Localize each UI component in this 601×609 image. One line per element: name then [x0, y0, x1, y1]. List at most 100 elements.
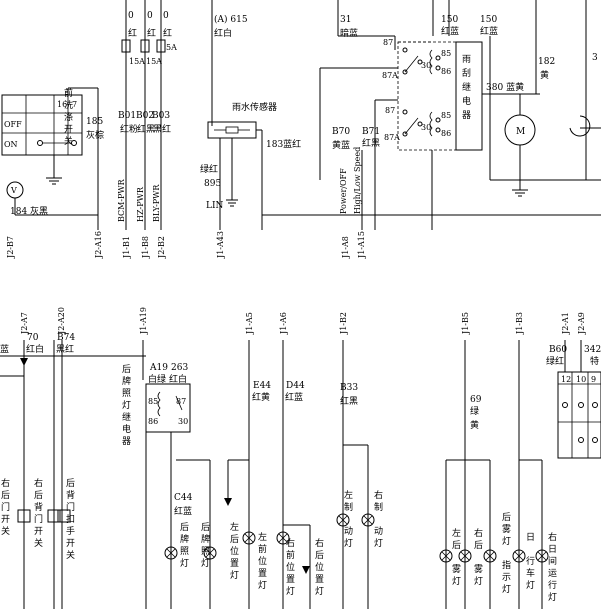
side-num: 3: [592, 53, 598, 63]
pos-wire-2-color: 红蓝: [285, 391, 303, 403]
relay-name: 雨刮继电器: [462, 54, 471, 121]
lamp-name-brake-l: 左制动灯: [344, 489, 353, 549]
brake-wire-num: B33: [340, 383, 358, 393]
rain-out-wire: 183蓝红: [266, 138, 301, 150]
relay-feed-num: 182: [538, 57, 555, 67]
plate-relay-pin-86: 86: [148, 417, 158, 426]
plate-relay-icon: [145, 383, 191, 433]
fuse-15a-mid-icon: [140, 39, 150, 53]
fuse-wire-1-num: 0: [128, 11, 134, 21]
door-switch-back-icon: [47, 509, 61, 523]
lamp-fog-l-icon: [439, 549, 453, 563]
fuse-rating-2: 15A: [146, 57, 162, 66]
conn-j2-a7: J2-A7: [20, 312, 29, 335]
conn-j2-a20: J2-A20: [57, 307, 66, 335]
drl-wire-1-num: B60: [549, 345, 567, 355]
speed-sig-1: Power/OFF: [339, 168, 348, 214]
wiper-relay: [319, 0, 483, 230]
lamp-name-plate-1: 后牌照灯: [180, 522, 189, 569]
plate-relay-pin-87: 87: [176, 397, 186, 406]
lamp-name-brake-r: 右制动灯: [374, 489, 383, 549]
door-wire-1-num: 70: [27, 333, 39, 343]
lamp-name-pos-rl: 左后位置灯: [230, 521, 239, 581]
pos-wire-2-num: D44: [286, 381, 305, 391]
rain-sensor: [207, 0, 263, 230]
washer-row-off: OFF: [4, 120, 22, 129]
bcm-sig-2: HZ-PWR: [136, 186, 145, 222]
door-wire-1-color: 红白: [26, 343, 44, 355]
relay-pin-30a-label: 30: [421, 61, 431, 70]
conn-j2-a9: J2-A9: [577, 312, 586, 335]
speed-sig-2: High/Low Speed: [353, 147, 362, 214]
diode-left-icon: [20, 358, 28, 366]
lamp-pos-fl-icon: [276, 531, 290, 545]
speed-wire-2-color: 红黑: [362, 137, 380, 149]
relay-wire-150b-color: 红蓝: [480, 25, 498, 37]
speed-wire-2-num: B71: [362, 127, 380, 137]
plate-relay-name: 后牌照灯继电器: [122, 364, 131, 447]
relay-pin-85b-label: 85: [441, 111, 451, 120]
rain-wire-num: (A) 615: [214, 14, 248, 25]
left-wire-color: 蓝: [0, 343, 9, 355]
bottom-connectors: J2-A7 J2-A20 J1-A19 J1-A5 J1-A6 J1-B2 J1…: [20, 307, 586, 335]
motor-wire-label: 380 蓝黄: [486, 81, 524, 93]
drl-wire-2-num: 342: [584, 345, 601, 355]
rain-wire-color: 红白: [214, 27, 232, 39]
wiper-motor: [262, 0, 601, 216]
bcm-sig-1: BCM-PWR: [117, 178, 126, 222]
drl-wire-1-color: 绿红: [546, 355, 564, 367]
relay-pin-86a-label: 86: [441, 67, 451, 76]
bcm-wire-3-num: B03: [152, 111, 170, 121]
relay-wire-150a-color: 红蓝: [441, 25, 459, 37]
drl-pin-12: 12: [561, 375, 571, 384]
conn-j1-a15: J1-A15: [357, 231, 366, 259]
diode-pos-right-icon: [302, 566, 310, 574]
relay-feed-color: 黄: [540, 69, 549, 81]
fuse-rating-1: 15A: [129, 57, 145, 66]
relay-wire-150b: 150: [480, 15, 497, 25]
conn-j1-a19: J1-A19: [139, 307, 148, 335]
lamp-name-back-door: 右后背门开关: [34, 477, 43, 549]
drl-pin-10: 10: [576, 375, 586, 384]
lamp-fog-r-icon: [458, 549, 472, 563]
lamp-plate-left-icon: [164, 546, 178, 560]
svg-text:V: V: [10, 186, 17, 195]
conn-j2-b7: J2-B7: [6, 236, 15, 259]
bottom-wiring: [0, 340, 601, 609]
fog-wire-color: 绿黄: [470, 405, 479, 431]
bcm-wire-1-num: B01: [118, 111, 136, 121]
lamp-name-plate-2: 后牌照灯: [201, 522, 210, 569]
plate-wire-2-color: 红白: [169, 373, 187, 385]
relay-wire-150a: 150: [441, 15, 458, 25]
door-switches: [17, 509, 71, 523]
conn-j1-b2: J1-B2: [339, 312, 348, 335]
motor-label: M: [516, 127, 525, 137]
door-switch-handle-icon: [57, 509, 71, 523]
cam-switch-icon: [569, 115, 591, 137]
washer-row-on: ON: [4, 140, 18, 149]
door-wire-2-num: B74: [57, 333, 75, 343]
conn-j1-b5: J1-B5: [461, 312, 470, 335]
fuse-wire-3-num: 0: [163, 11, 169, 21]
lamp-name-drl-r: 右日间运行灯: [548, 531, 557, 603]
speed-wire-1-color: 黄蓝: [332, 139, 350, 151]
conn-j1-a8: J1-A8: [341, 236, 350, 259]
bcm-wire-2-num: B02: [136, 111, 154, 121]
fuse-wire-3-color: 红: [163, 27, 172, 39]
washer-switch-name: 前洗涤开关: [64, 87, 73, 147]
plate-relay-pin-85: 85: [148, 397, 158, 406]
lamp-name-handle: 后背门扣手开关: [66, 478, 75, 561]
lamp-name-fog-l: 左后雾灯: [452, 527, 461, 587]
lamp-name-fog-ind: 后雾灯指示灯: [502, 512, 511, 595]
relay-pin-87b-label: 87: [385, 106, 395, 115]
plate-wire-1-color: 白绿: [148, 373, 166, 385]
washer-wire-num: 185: [86, 117, 103, 127]
lamp-name-fog-r: 右后雾灯: [474, 527, 483, 587]
lamp-name-pos-fr: 右前位置灯: [286, 537, 295, 597]
washer-col-1: 16: [57, 100, 67, 109]
relay-pin-87a-nc-label: 87A: [382, 71, 398, 80]
lamp-name-drl-l: 日行车灯: [526, 532, 535, 591]
rain-ground-wire: 绿红: [200, 163, 218, 175]
lamp-brake-l-icon: [336, 513, 350, 527]
